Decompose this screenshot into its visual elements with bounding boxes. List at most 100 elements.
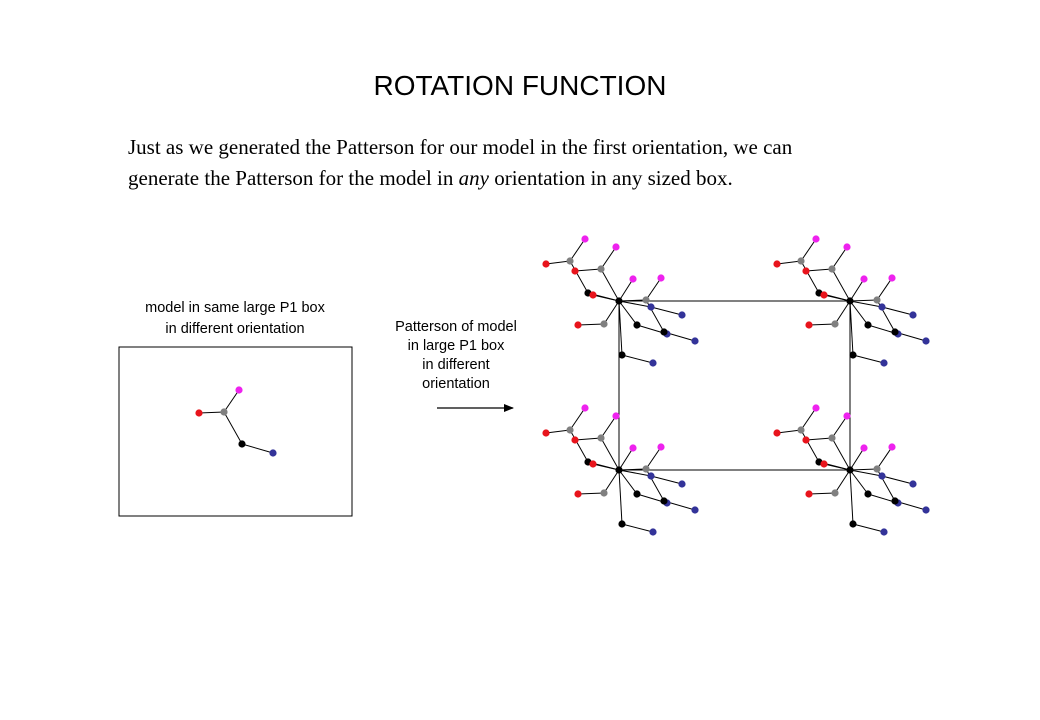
patterson-bond — [618, 300, 638, 326]
patterson-caption-line-2: in large P1 box — [407, 338, 505, 354]
model-atom-gray — [220, 408, 228, 416]
patterson-bond — [849, 469, 869, 495]
patterson-caption: Patterson of model in large P1 box in di… — [370, 318, 542, 394]
patterson-peak-gray — [831, 320, 839, 328]
patterson-bond — [849, 447, 865, 471]
patterson-peak-navy — [922, 337, 930, 345]
patterson-bond — [603, 469, 620, 494]
patterson-bond — [603, 300, 620, 325]
patterson-peak-red — [542, 429, 550, 437]
patterson-peak-black — [633, 490, 641, 498]
patterson-peak-magenta — [581, 235, 589, 243]
patterson-peak-magenta — [860, 444, 868, 452]
patterson-peak-magenta — [812, 235, 820, 243]
patterson-bond — [881, 306, 914, 316]
patterson-peak-black — [846, 297, 854, 305]
patterson-caption-line-1: Patterson of model — [395, 319, 517, 335]
patterson-bond — [645, 277, 662, 301]
patterson-bond — [876, 277, 893, 301]
patterson-peak-navy — [691, 337, 699, 345]
patterson-peak-red — [589, 291, 597, 299]
patterson-bond — [545, 260, 571, 265]
model-atom-magenta — [235, 386, 243, 394]
patterson-peak-red — [773, 260, 781, 268]
patterson-peak-gray — [597, 434, 605, 442]
patterson-bond — [600, 415, 617, 439]
slide-title: ROTATION FUNCTION — [373, 70, 667, 101]
patterson-bond — [618, 469, 638, 495]
patterson-bond — [876, 446, 893, 470]
patterson-peak-red — [820, 291, 828, 299]
model-bond — [241, 443, 274, 454]
patterson-peak-black — [633, 321, 641, 329]
patterson-bond — [808, 492, 836, 495]
patterson-bond — [849, 300, 883, 308]
patterson-bond — [800, 429, 820, 463]
patterson-peak-gray — [600, 320, 608, 328]
patterson-peak-magenta — [812, 404, 820, 412]
patterson-peak-red — [589, 460, 597, 468]
patterson-peak-magenta — [612, 243, 620, 251]
patterson-bond — [574, 268, 602, 272]
left-caption-line-1: model in same large P1 box — [145, 300, 325, 316]
intro-line-2: generate the Patterson for the model in … — [128, 163, 1008, 194]
patterson-peak-magenta — [888, 443, 896, 451]
patterson-map — [542, 235, 930, 536]
patterson-bond — [831, 268, 851, 302]
patterson-peak-navy — [880, 528, 888, 536]
model-bond — [198, 411, 225, 414]
model-box — [118, 346, 353, 517]
patterson-peak-red — [820, 460, 828, 468]
patterson-bond — [823, 294, 851, 302]
intro-line-2-before: generate the Patterson for the model in — [128, 166, 459, 190]
left-panel-caption: model in same large P1 box in different … — [100, 298, 370, 340]
patterson-peak-magenta — [612, 412, 620, 420]
patterson-bond — [600, 246, 617, 270]
patterson-peak-red — [571, 436, 579, 444]
patterson-peak-red — [805, 490, 813, 498]
patterson-peak-magenta — [888, 274, 896, 282]
patterson-peak-magenta — [843, 243, 851, 251]
patterson-bond — [849, 300, 869, 326]
intro-line-2-after: orientation in any sized box. — [488, 166, 733, 190]
patterson-peak-gray — [566, 257, 574, 265]
patterson-bond — [569, 429, 589, 463]
patterson-peak-gray — [873, 465, 881, 473]
patterson-peak-black — [660, 497, 668, 505]
patterson-bond — [852, 354, 885, 364]
patterson-peak-gray — [873, 296, 881, 304]
patterson-peak-navy — [878, 303, 886, 311]
patterson-peak-black — [849, 520, 857, 528]
patterson-peak-navy — [878, 472, 886, 480]
patterson-bond — [805, 437, 833, 441]
patterson-bond — [852, 523, 885, 533]
patterson-bond — [577, 492, 605, 495]
model-atom-navy — [269, 449, 277, 457]
patterson-peak-gray — [642, 296, 650, 304]
patterson-bond — [849, 299, 878, 302]
patterson-bond — [834, 300, 851, 325]
model-atom-red — [195, 409, 203, 417]
patterson-peak-magenta — [843, 412, 851, 420]
patterson-peak-gray — [597, 265, 605, 273]
patterson-peak-navy — [922, 506, 930, 514]
patterson-peak-magenta — [629, 444, 637, 452]
patterson-peak-black — [864, 490, 872, 498]
patterson-bond — [592, 294, 620, 302]
patterson-bond — [881, 475, 914, 485]
patterson-peak-navy — [678, 480, 686, 488]
patterson-cell — [618, 300, 851, 471]
patterson-peak-navy — [909, 480, 917, 488]
patterson-bond — [776, 260, 802, 265]
patterson-peak-black — [891, 497, 899, 505]
patterson-bond — [618, 278, 634, 302]
patterson-peak-red — [773, 429, 781, 437]
patterson-bond — [831, 437, 851, 471]
patterson-peak-black — [660, 328, 668, 336]
patterson-peak-black — [864, 321, 872, 329]
patterson-bond — [800, 260, 820, 294]
patterson-peak-gray — [566, 426, 574, 434]
patterson-bond — [574, 437, 602, 441]
patterson-peak-navy — [691, 506, 699, 514]
